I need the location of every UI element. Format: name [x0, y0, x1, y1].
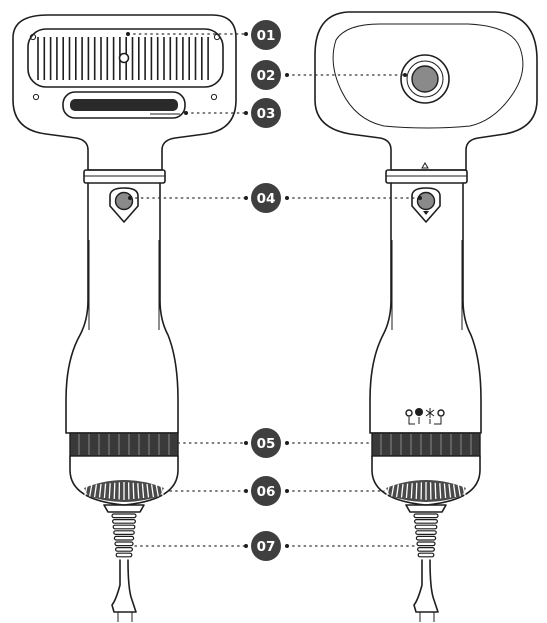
callout-label-05: 05 — [257, 436, 276, 452]
grille-slots — [37, 37, 209, 80]
back-cord-plug — [405, 504, 447, 513]
callout-label-07: 07 — [257, 539, 276, 555]
vent-line — [150, 484, 155, 498]
callout-badge-02: 02 — [251, 60, 281, 90]
vent-line — [137, 483, 140, 499]
cord-ridge — [417, 546, 436, 552]
vent-line — [448, 483, 452, 498]
dial-ribs — [380, 434, 472, 455]
cord-ridge — [417, 552, 435, 558]
vent-line — [415, 482, 418, 500]
back-cord — [413, 559, 439, 613]
callout-badge-07: 07 — [251, 531, 281, 561]
vent-line — [439, 483, 442, 499]
vent-line — [452, 484, 457, 498]
up-arrow-icon — [421, 162, 429, 169]
vent-line — [457, 484, 461, 497]
vent-line — [98, 483, 102, 498]
back-air-inlet — [411, 65, 439, 93]
vent-line — [462, 485, 466, 497]
back-head-inner — [332, 23, 524, 129]
vent-line — [93, 484, 98, 498]
vent-line — [141, 483, 145, 499]
heat-medium-icon — [415, 408, 423, 416]
callout-badge-05: 05 — [251, 428, 281, 458]
cord-ridge — [111, 513, 137, 519]
vent-line — [160, 485, 164, 497]
front-button[interactable] — [114, 191, 134, 211]
heat-low-icon — [437, 409, 445, 417]
heat-high-icon — [405, 409, 413, 417]
vent-line — [146, 483, 150, 498]
front-sensor — [118, 52, 130, 64]
vent-line — [89, 484, 93, 497]
cord-ridge — [115, 552, 133, 558]
cord-ridge — [416, 541, 436, 547]
front-view — [12, 14, 237, 622]
vent-line — [434, 482, 437, 500]
cord-ridge — [112, 524, 136, 530]
cord-ridge — [113, 530, 135, 535]
vent-lines — [84, 482, 164, 500]
cord-ridge — [114, 546, 133, 552]
back-view — [314, 11, 538, 622]
callout-label-01: 01 — [257, 28, 276, 44]
vent-line — [395, 484, 400, 498]
callout-label-02: 02 — [257, 68, 276, 84]
vent-lines — [386, 482, 466, 500]
front-vent-slot — [62, 91, 186, 119]
screw — [213, 33, 221, 41]
vent-line — [400, 483, 404, 498]
cord-ridge — [111, 518, 136, 524]
cord-ridge — [415, 530, 437, 535]
front-air-grille — [27, 28, 224, 88]
cord-ridge — [113, 535, 135, 541]
vent-line — [386, 485, 390, 497]
callout-label-06: 06 — [257, 484, 276, 500]
callout-badge-04: 04 — [251, 183, 281, 213]
callout-badge-03: 03 — [251, 98, 281, 128]
vent-line — [103, 483, 107, 499]
heat-setting-icons — [405, 408, 445, 425]
cord-ridge — [413, 513, 439, 519]
front-cord — [111, 559, 137, 613]
back-fan-housing — [400, 54, 450, 104]
cord-ridge — [414, 518, 439, 524]
screw — [32, 93, 40, 101]
callout-badge-01: 01 — [251, 20, 281, 50]
callout-badge-06: 06 — [251, 476, 281, 506]
vent-line — [108, 483, 111, 499]
cold-icon — [425, 408, 435, 418]
callout-label-04: 04 — [257, 191, 276, 207]
front-button-housing — [109, 187, 139, 223]
vent-line — [405, 483, 409, 499]
back-button-housing — [411, 187, 441, 223]
dial-ribs — [78, 434, 170, 455]
vent-line — [113, 482, 116, 500]
screw — [29, 33, 37, 41]
front-cord-plug — [103, 504, 145, 513]
back-dial-ring[interactable] — [371, 432, 481, 457]
cord-ridge — [414, 524, 438, 530]
callout-label-03: 03 — [257, 106, 276, 122]
back-button[interactable] — [416, 191, 436, 211]
vent-line — [443, 483, 447, 499]
vent-line — [391, 484, 395, 497]
vent-line — [132, 482, 135, 500]
vent-line — [155, 484, 159, 497]
front-dial-ring[interactable] — [69, 432, 179, 457]
front-cord-strain-relief — [111, 513, 137, 558]
leader-lines — [126, 32, 422, 548]
vent-line — [84, 485, 88, 497]
screw — [210, 93, 218, 101]
vent-line — [410, 483, 413, 499]
cord-ridge — [415, 535, 437, 541]
down-arrow-icon — [423, 211, 429, 215]
back-cord-strain-relief — [413, 513, 439, 558]
cord-ridge — [114, 541, 134, 547]
